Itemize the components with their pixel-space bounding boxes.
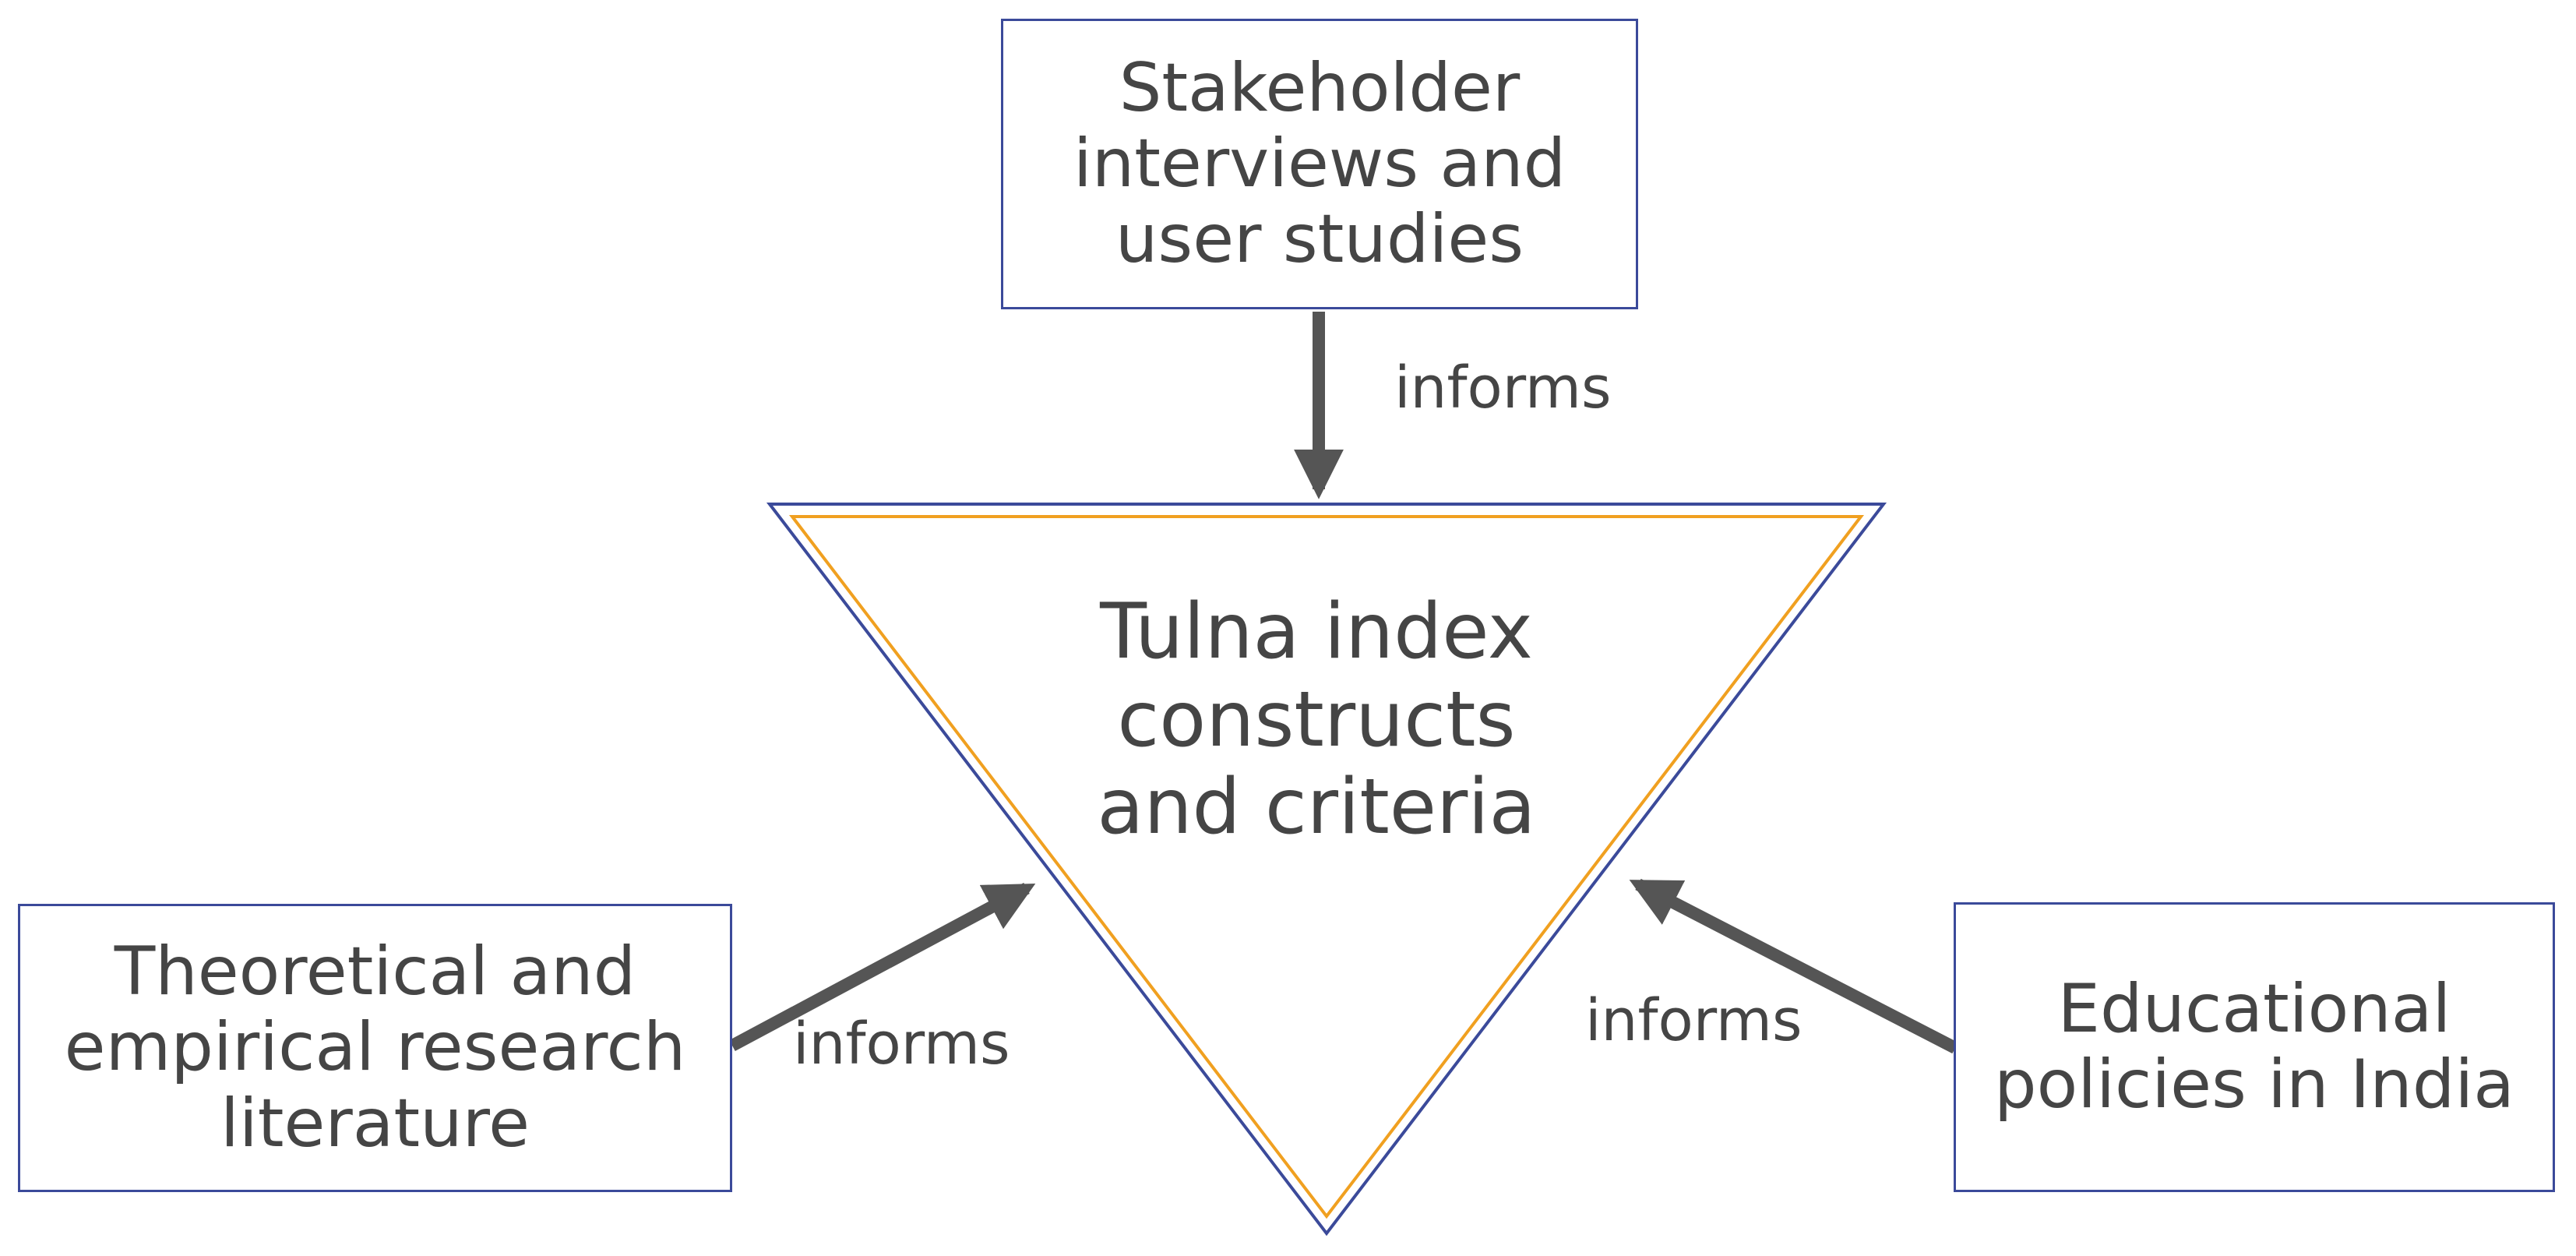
center-construct-label: Tulna index constructs and criteria [1097, 587, 1536, 852]
edge-label-left: informs [793, 1011, 1010, 1078]
node-research-literature-label: Theoretical and empirical research liter… [64, 933, 686, 1163]
node-stakeholder-interviews: Stakeholder interviews and user studies [1001, 19, 1638, 309]
triangle-inner-outline [788, 515, 1865, 1219]
triangle-outer-outline [766, 503, 1887, 1237]
arrow-right-to-center [1629, 878, 1958, 1054]
arrow-left-to-center [729, 882, 1036, 1052]
edge-label-right: informs [1585, 987, 1802, 1054]
node-educational-policies: Educational policies in India [1954, 902, 2555, 1192]
node-educational-policies-label: Educational policies in India [1993, 969, 2514, 1124]
node-research-literature: Theoretical and empirical research liter… [18, 904, 732, 1192]
edge-label-top: informs [1394, 355, 1612, 422]
node-stakeholder-interviews-label: Stakeholder interviews and user studies [1073, 48, 1566, 279]
